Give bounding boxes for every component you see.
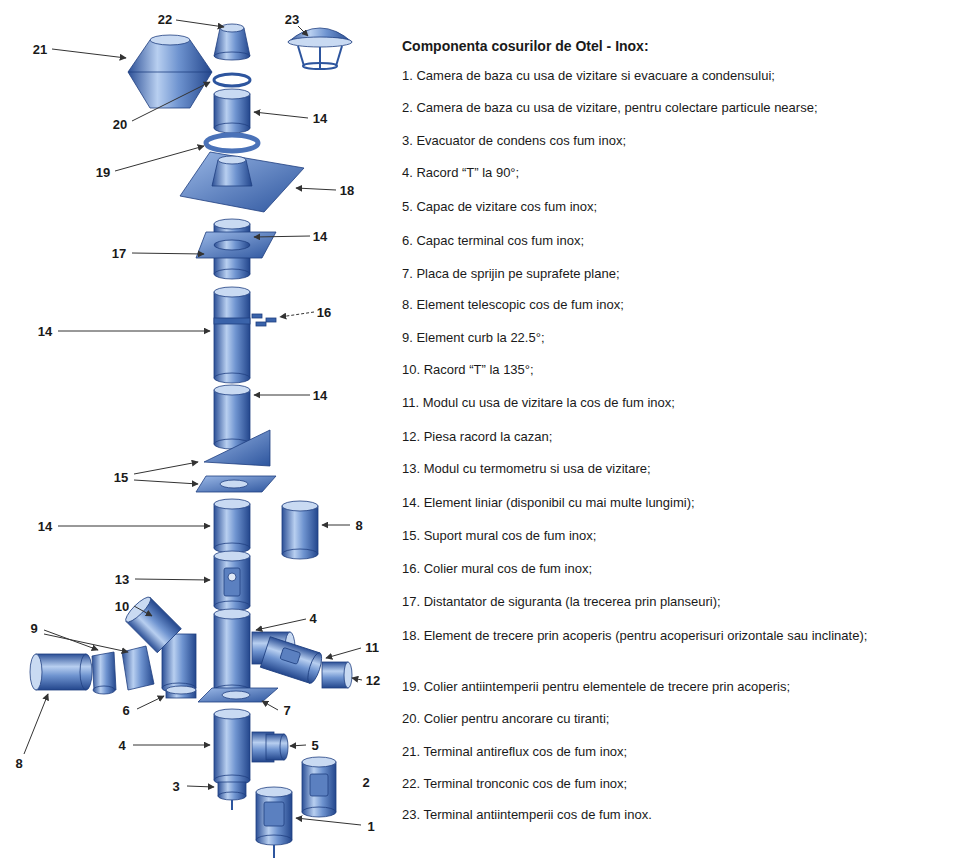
callout-number: 7: [283, 703, 290, 718]
callout-number: 4: [118, 738, 125, 753]
callout-number: 11: [365, 640, 379, 655]
callout-number: 20: [113, 117, 127, 132]
list-item: 13. Modul cu termometru si usa de vizita…: [402, 459, 651, 478]
list-item: 7. Placa de sprijin pe suprafete plane;: [402, 264, 620, 283]
list-item: 17. Distantator de siguranta (la trecere…: [402, 592, 721, 611]
callout-number: 14: [313, 229, 327, 244]
callout-number: 4: [309, 611, 316, 626]
list-item: 19. Colier antiintemperii pentru element…: [402, 677, 790, 696]
callout-number: 14: [38, 324, 52, 339]
callout-number: 8: [15, 756, 22, 771]
callout-number: 17: [112, 246, 126, 261]
callout-number: 19: [96, 165, 110, 180]
callout-number: 23: [285, 12, 299, 27]
list-item: 11. Modul cu usa de vizitare la cos de f…: [402, 393, 675, 412]
callout-number: 21: [33, 42, 47, 57]
list-item: 10. Racord “T” la 135°;: [402, 360, 534, 379]
list-item: 16. Colier mural cos de fum inox;: [402, 559, 592, 578]
callout-number: 9: [30, 621, 37, 636]
list-item: 12. Piesa racord la cazan;: [402, 427, 552, 446]
list-item: 3. Evacuator de condens cos fum inox;: [402, 131, 626, 150]
list-item: 18. Element de trecere prin acoperis (pe…: [402, 626, 947, 645]
list-item: 8. Element telescopic cos de fum inox;: [402, 295, 624, 314]
list-item: 1. Camera de baza cu usa de vizitare si …: [402, 66, 775, 85]
callout-number: 14: [313, 388, 327, 403]
callout-number: 3: [172, 779, 179, 794]
callout-number: 6: [122, 703, 129, 718]
list-item: 6. Capac terminal cos fum inox;: [402, 231, 584, 250]
callout-number: 10: [115, 599, 129, 614]
list-item: 9. Element curb la 22.5°;: [402, 328, 545, 347]
list-item: 22. Terminal tronconic cos de fum inox;: [402, 774, 627, 793]
list-heading: Componenta cosurilor de Otel - Inox:: [402, 38, 649, 54]
list-item: 20. Colier pentru ancorare cu tiranti;: [402, 709, 609, 728]
callout-number: 12: [366, 673, 380, 688]
callout-number: 14: [313, 111, 327, 126]
callout-number: 5: [311, 738, 318, 753]
leader-lines: [24, 20, 362, 825]
list-item: 4. Racord “T” la 90°;: [402, 163, 519, 182]
list-item: 14. Element liniar (disponibil cu mai mu…: [402, 493, 695, 512]
list-item: 15. Suport mural cos de fum inox;: [402, 526, 596, 545]
list-item: 2. Camera de baza cu usa de vizitare, pe…: [402, 98, 818, 117]
list-item: 5. Capac de vizitare cos fum inox;: [402, 197, 597, 216]
list-item: 23. Terminal antiintemperii cos de fum i…: [402, 805, 652, 824]
callout-number: 8: [355, 518, 362, 533]
callout-number: 13: [115, 572, 129, 587]
chimney-parts: [30, 24, 352, 858]
callout-number: 15: [114, 470, 128, 485]
callout-number: 1: [367, 819, 374, 834]
list-item: 21. Terminal antireflux cos de fum inox;: [402, 742, 627, 761]
callout-number: 16: [317, 305, 331, 320]
callout-number: 14: [38, 519, 52, 534]
callout-number: 22: [158, 12, 172, 27]
callout-number: 18: [340, 183, 354, 198]
callout-number: 2: [362, 775, 369, 790]
